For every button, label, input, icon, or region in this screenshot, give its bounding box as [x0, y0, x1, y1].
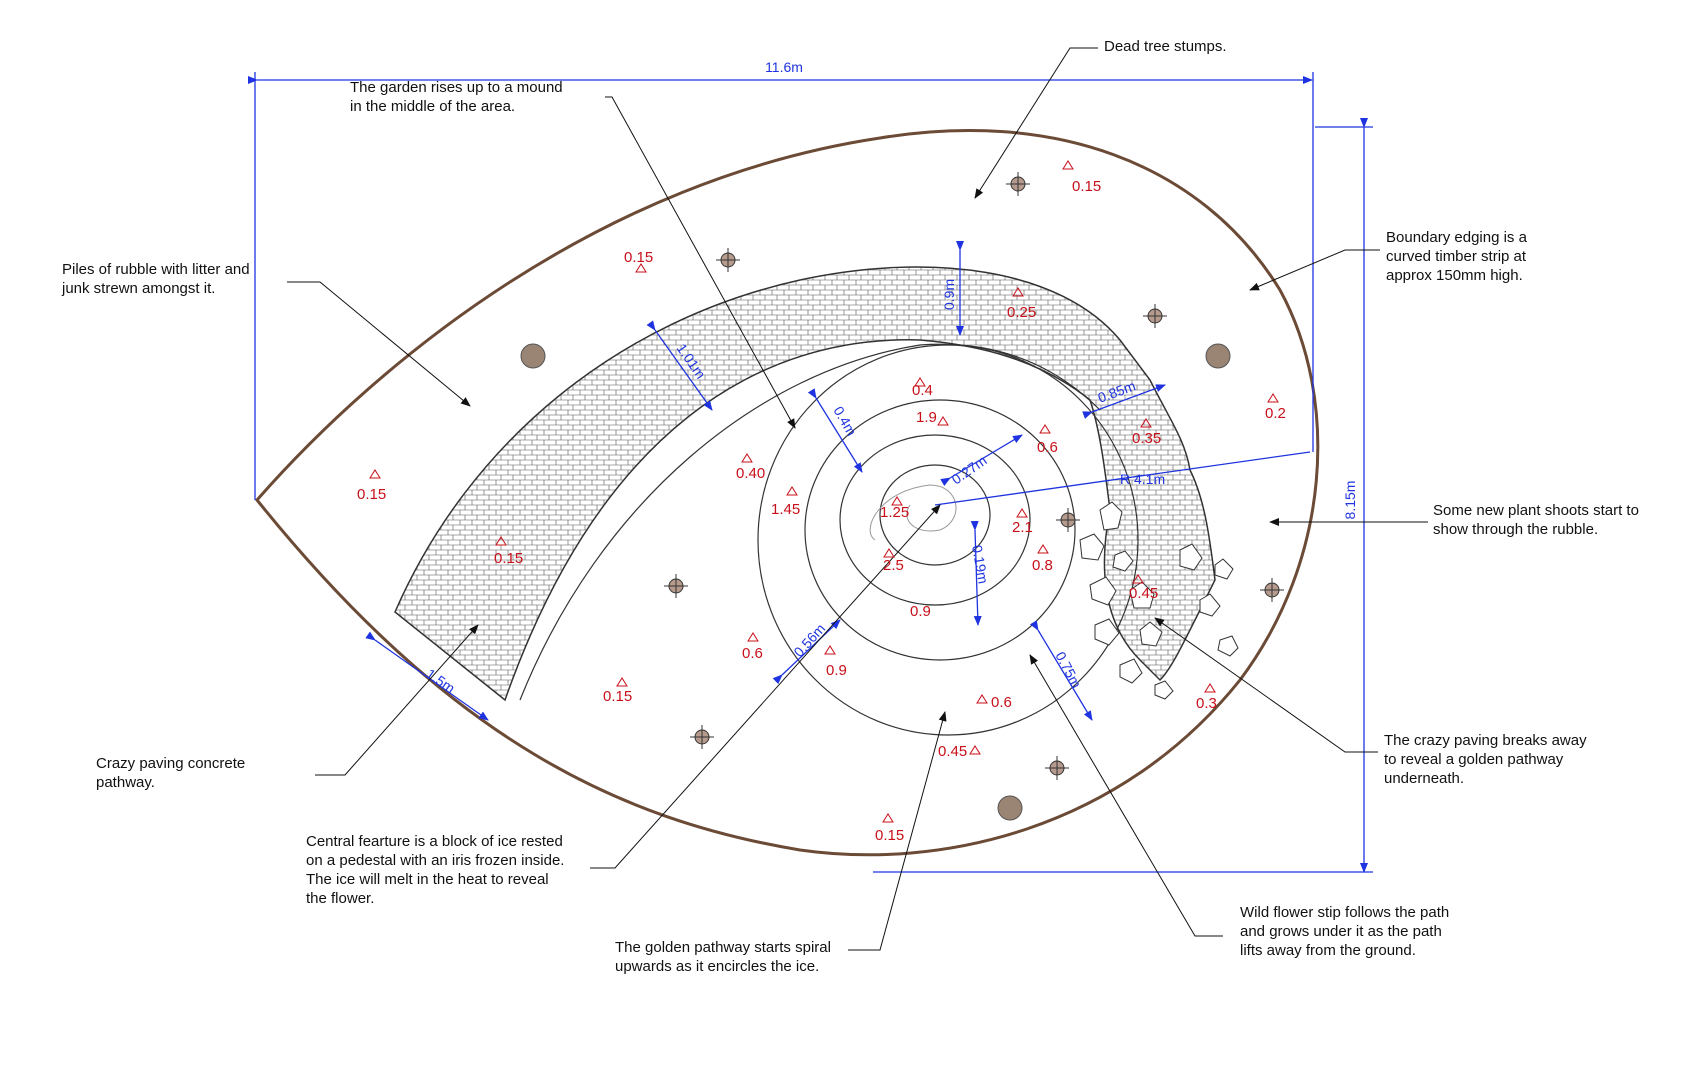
level-value: 2.5 — [883, 557, 904, 574]
note-crazy-breaks: The crazy paving breaks away to reveal a… — [1384, 732, 1591, 787]
level-marker: 1.9 — [916, 409, 949, 426]
level-value: 0.45 — [938, 743, 967, 760]
level-value: 2.1 — [1012, 519, 1033, 536]
golden-pathway-edge — [519, 343, 1101, 701]
level-value: 0.15 — [494, 550, 523, 567]
level-marker: 0.6 — [742, 632, 763, 662]
width-label: 11.6m — [765, 59, 803, 75]
dimension-spiral-027: 0.27m — [940, 434, 1023, 487]
level-value: 0.40 — [736, 465, 765, 482]
level-value: 1.25 — [880, 504, 909, 521]
note-shoots: Some new plant shoots start to show thro… — [1433, 502, 1643, 538]
level-marker: 0.3 — [1196, 683, 1217, 712]
level-marker: 0.45 — [1129, 574, 1158, 602]
spiral-056-label: 0.56m — [790, 620, 828, 660]
level-marker: 0.6 — [976, 694, 1012, 711]
level-value: 0.8 — [1032, 557, 1053, 574]
spiral-075-label: 0.75m — [1052, 649, 1084, 691]
note-crazy-path: Crazy paving concrete pathway. — [96, 755, 249, 791]
note-golden-path: The golden pathway starts spiral upwards… — [615, 939, 835, 975]
note-mound: The garden rises up to a mound in the mi… — [350, 79, 567, 115]
level-value: 0.25 — [1007, 304, 1036, 321]
radius-label: R 4.1m — [1120, 471, 1165, 487]
boundary-edging — [255, 128, 1320, 857]
dimension-height: 8.15m — [873, 118, 1373, 873]
dimension-width: 11.6m — [248, 59, 1314, 500]
dimension-spiral-04: 0.4m — [807, 388, 863, 473]
level-marker: 0.6 — [1037, 424, 1058, 456]
level-value: 0.15 — [624, 249, 653, 266]
spiral-027-label: 0.27m — [949, 452, 990, 487]
note-wildflower: Wild flower stip follows the path and gr… — [1240, 904, 1453, 959]
paving-top-label: 0.9m — [941, 279, 957, 310]
level-marker: 0.40 — [736, 453, 765, 482]
level-marker: 0.15 — [357, 469, 386, 503]
spiral-04-label: 0.4m — [830, 404, 859, 439]
level-marker: 2.5 — [883, 548, 904, 574]
tree-stump-markers — [664, 172, 1284, 780]
spot-levels: 0.15 0.15 0.25 0.2 0.15 0.15 0.4 1.9 0.6… — [357, 160, 1286, 844]
level-value: 0.9 — [910, 603, 931, 620]
rubble-stones — [1079, 501, 1239, 700]
level-marker: 0.8 — [1032, 544, 1053, 574]
note-dead-stumps: Dead tree stumps. — [1104, 38, 1227, 55]
level-value: 0.15 — [875, 827, 904, 844]
level-value: 0.35 — [1132, 430, 1161, 447]
level-marker: 0.2 — [1265, 393, 1286, 422]
level-value: 0.3 — [1196, 695, 1217, 712]
golden-spiral — [757, 344, 1139, 736]
level-value: 0.9 — [826, 662, 847, 679]
level-value: 0.45 — [1129, 585, 1158, 602]
note-boundary: Boundary edging is a curved timber strip… — [1386, 229, 1531, 284]
level-marker: 0.35 — [1132, 418, 1161, 447]
level-marker: 0.45 — [938, 743, 981, 760]
level-value: 0.4 — [912, 382, 933, 399]
note-central-feature: Central fearture is a block of ice reste… — [306, 833, 569, 907]
dimension-radius: R 4.1m — [934, 451, 1311, 506]
leader-lines — [287, 47, 1428, 951]
level-value: 0.15 — [603, 688, 632, 705]
level-value: 1.9 — [916, 409, 937, 426]
level-value: 0.6 — [742, 645, 763, 662]
spiral-019-label: 0.19m — [969, 544, 992, 585]
note-rubble: Piles of rubble with litter and junk str… — [61, 261, 254, 297]
level-marker: 0.9 — [824, 645, 847, 679]
level-marker: 0.9 — [910, 603, 931, 620]
level-value: 0.15 — [1072, 178, 1101, 195]
level-value: 1.45 — [771, 501, 800, 518]
level-marker: 0.25 — [1007, 287, 1036, 321]
boulder-markers — [520, 343, 1231, 821]
level-marker: 0.15 — [494, 536, 523, 567]
level-marker: 1.25 — [880, 496, 909, 521]
dimension-paving-top: 0.9m — [941, 241, 964, 336]
level-marker: 2.1 — [1012, 508, 1033, 536]
level-marker: 0.15 — [1062, 160, 1101, 195]
level-marker: 0.15 — [875, 813, 904, 844]
level-marker: 0.15 — [624, 249, 653, 273]
dimension-spiral-019: 0.19m — [969, 520, 992, 626]
level-marker: 1.45 — [771, 486, 800, 518]
level-value: 0.15 — [357, 486, 386, 503]
level-value: 0.6 — [1037, 439, 1058, 456]
level-value: 0.6 — [991, 694, 1012, 711]
height-label: 8.15m — [1342, 481, 1358, 520]
level-value: 0.2 — [1265, 405, 1286, 422]
crazy-paving-pathway — [394, 266, 1216, 702]
level-marker: 0.4 — [912, 377, 933, 399]
level-marker: 0.15 — [603, 677, 632, 705]
